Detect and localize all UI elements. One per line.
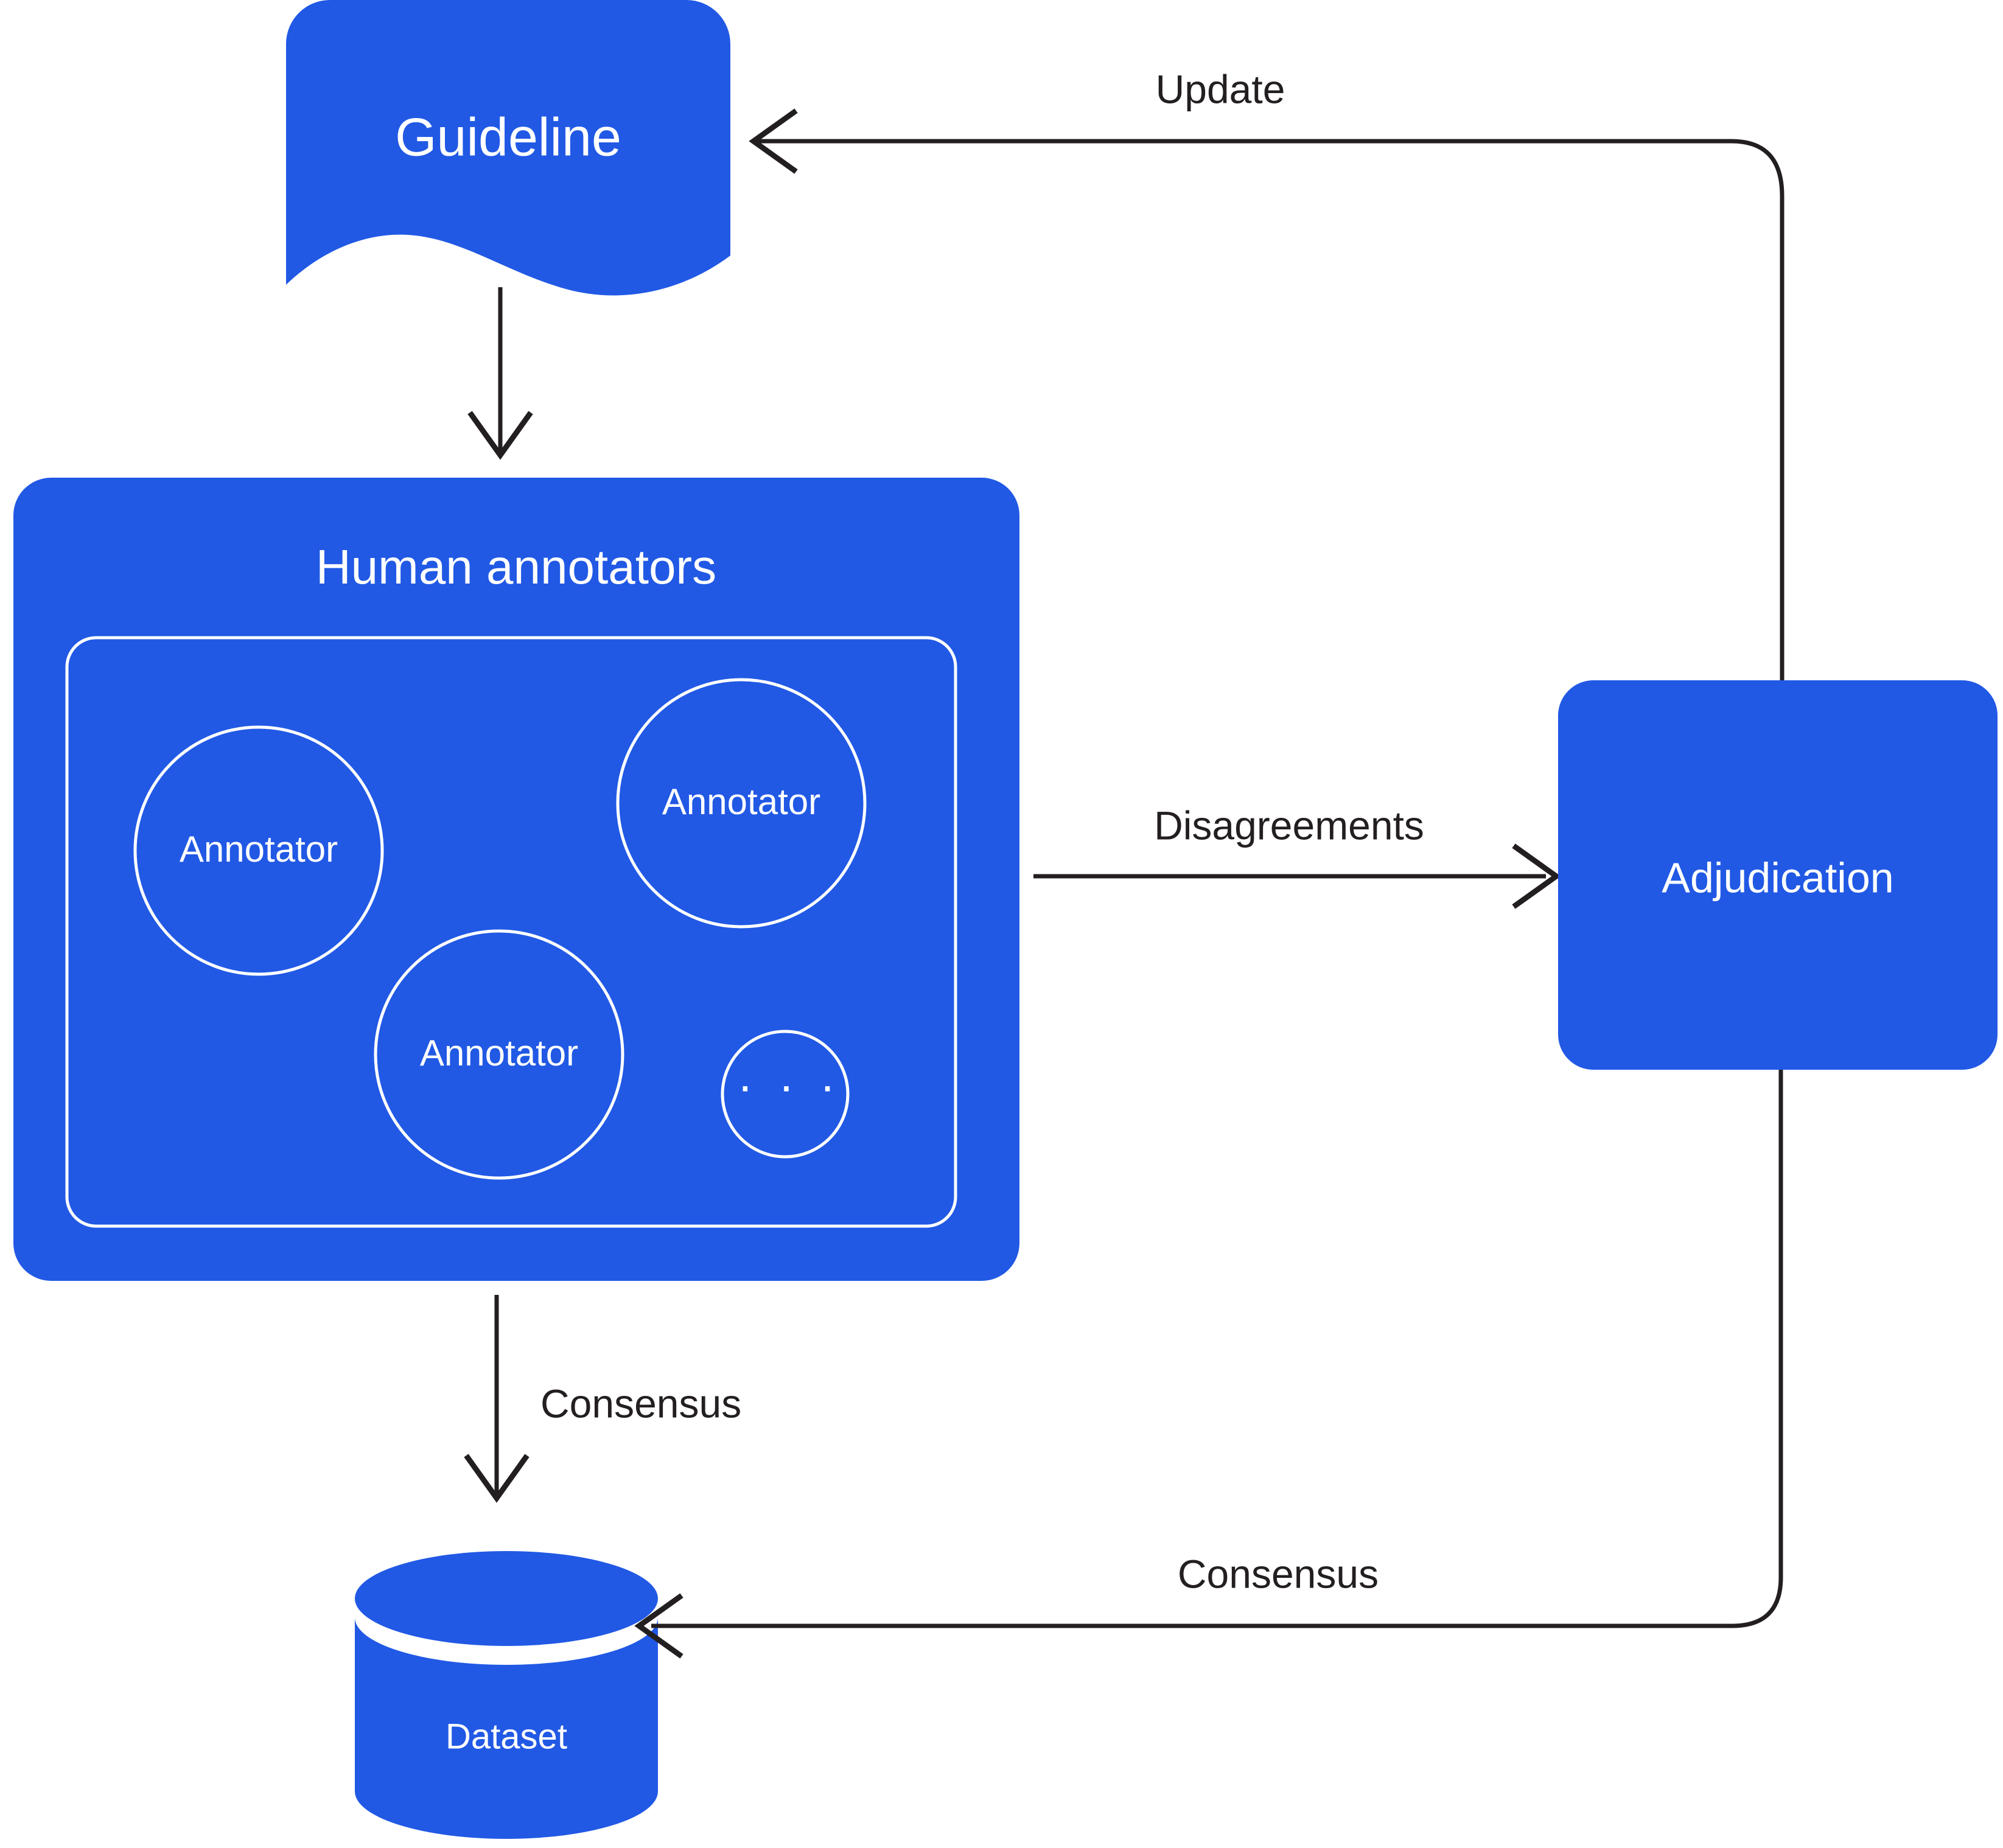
consensus-adjudication-arrowhead	[634, 1593, 683, 1659]
annotator-circle-1[interactable]: Annotator	[133, 725, 384, 976]
consensus-annotators-arrowhead	[464, 1454, 530, 1503]
adjudication-label: Adjudication	[1662, 854, 1893, 901]
annotator-3-outline	[374, 929, 624, 1180]
node-human-annotators[interactable]: Human annotators Annotator Annotator Ann…	[13, 478, 1019, 1281]
edge-consensus-annotators: Consensus	[464, 1295, 741, 1503]
adjudication-box	[1558, 680, 1998, 1070]
disagreements-edge-label: Disagreements	[1154, 803, 1424, 848]
consensus-adjudication-label: Consensus	[1178, 1551, 1379, 1596]
dataset-label: Dataset	[446, 1717, 567, 1756]
edge-disagreements: Disagreements	[1033, 803, 1561, 909]
annotator-3-label: Annotator	[420, 1033, 578, 1073]
guideline-label: Guideline	[395, 106, 621, 167]
annotator-2-outline	[616, 678, 867, 929]
human-annotators-box	[13, 478, 1019, 1281]
annotator-1-outline	[133, 725, 384, 976]
update-edge-label: Update	[1156, 66, 1285, 111]
annotator-more-outline	[721, 1030, 850, 1159]
guideline-shape	[286, 0, 730, 296]
node-guideline[interactable]: Guideline	[286, 0, 730, 296]
annotator-more-circle[interactable]: · · ·	[721, 1030, 850, 1159]
consensus-adjudication-path	[651, 1070, 1783, 1628]
annotator-circle-2[interactable]: Annotator	[616, 678, 867, 929]
annotator-circle-3[interactable]: Annotator	[374, 929, 624, 1180]
dataset-cylinder-top	[355, 1551, 658, 1646]
disagreements-arrowhead	[1512, 843, 1561, 909]
annotator-more-label: · · ·	[737, 1059, 841, 1112]
annotator-2-label: Annotator	[662, 781, 820, 822]
dataset-cylinder-gap	[355, 1599, 658, 1661]
edge-guideline-to-annotators	[467, 287, 533, 460]
annotators-container	[65, 636, 957, 1228]
annotator-1-label: Annotator	[180, 829, 338, 870]
dataset-cylinder-body	[355, 1617, 658, 1839]
edge-consensus-adjudication: Consensus	[634, 1070, 1783, 1659]
human-annotators-label: Human annotators	[316, 540, 716, 594]
guideline-to-annotators-arrowhead	[467, 411, 533, 460]
edge-update: Update	[749, 66, 1785, 680]
update-edge-path	[758, 139, 1785, 680]
consensus-annotators-label: Consensus	[540, 1381, 741, 1426]
node-adjudication[interactable]: Adjudication	[1558, 680, 1998, 1070]
node-dataset[interactable]: Dataset	[355, 1551, 658, 1839]
update-arrowhead	[749, 108, 798, 174]
